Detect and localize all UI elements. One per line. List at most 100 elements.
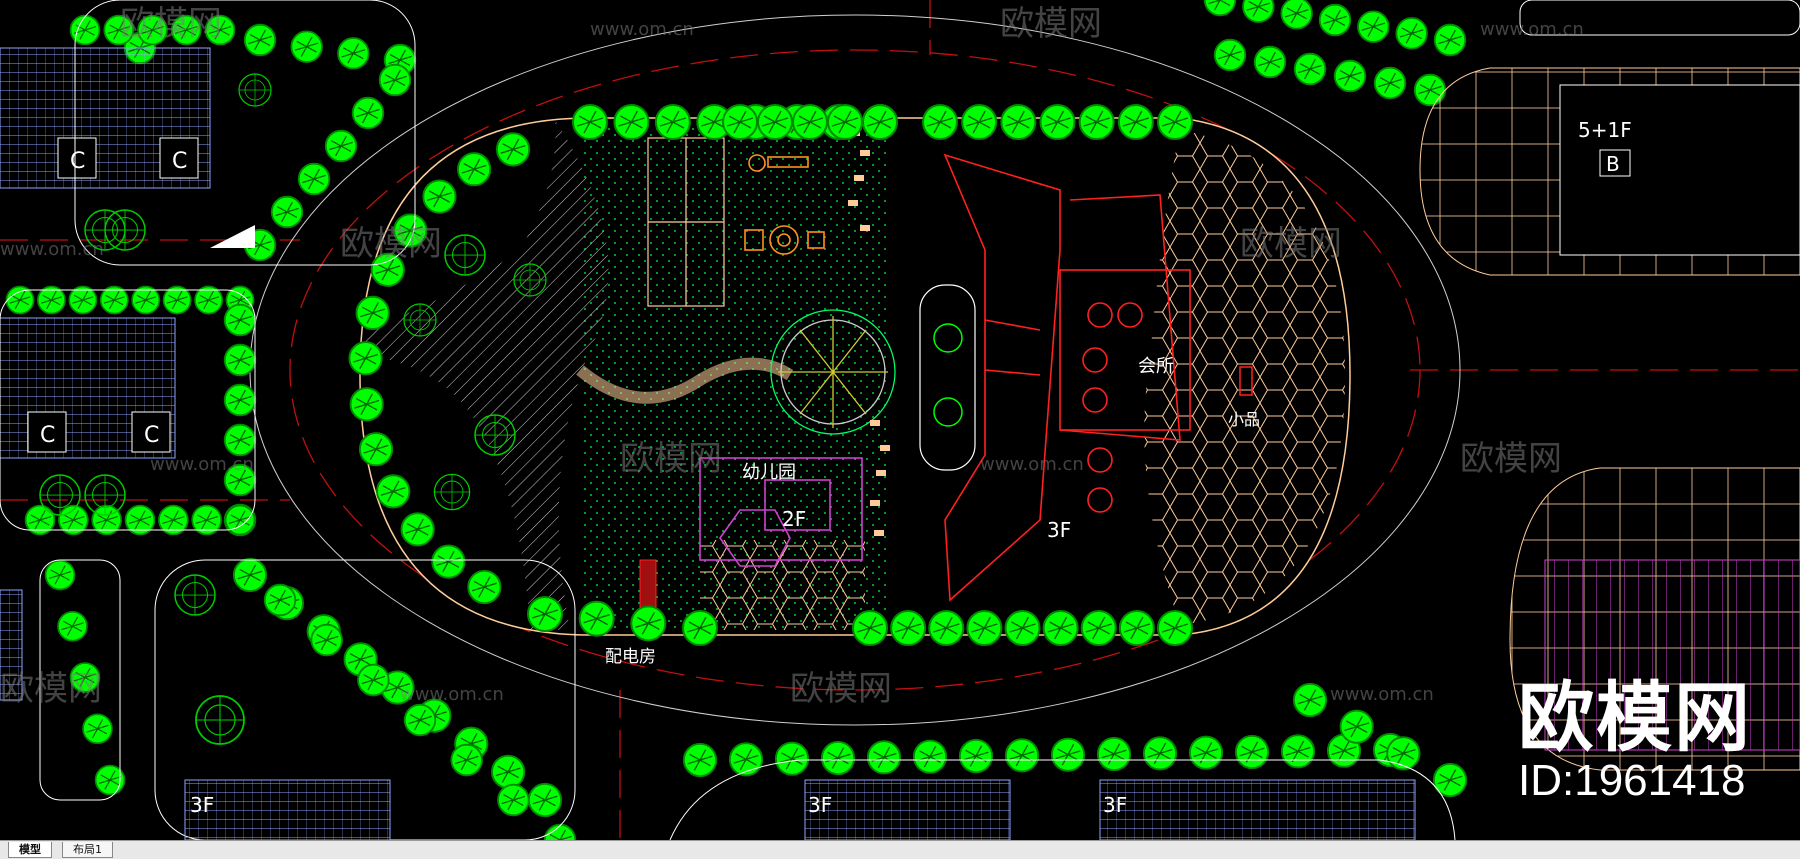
tree: [1203, 0, 1237, 17]
watermark-url: www.om.cn: [980, 454, 1084, 475]
tree: [958, 738, 994, 774]
tree: [357, 663, 390, 697]
residential-block-right-bottom: [1509, 467, 1800, 771]
tab-model[interactable]: 模型: [8, 842, 52, 858]
tree: [1357, 10, 1390, 43]
tree: [378, 63, 412, 97]
sketch-label: 小品: [1228, 410, 1260, 429]
tree: [1157, 610, 1193, 646]
residential-block-left-top: C C: [0, 47, 255, 248]
tree: [966, 610, 1003, 646]
winding-path: [576, 357, 794, 404]
watermark-brand: 欧模网: [1240, 224, 1342, 264]
tree: [358, 432, 394, 467]
tab-layout1[interactable]: 布局1: [62, 842, 113, 858]
tree: [467, 569, 502, 605]
top-right-block: [1519, 0, 1800, 36]
unit-c-label: C: [144, 423, 159, 448]
tree: [922, 104, 958, 140]
tree: [961, 104, 998, 140]
unit-c-label: C: [70, 149, 85, 174]
tree: [44, 559, 76, 591]
tree: [403, 703, 437, 737]
tree: [1118, 610, 1155, 646]
block-floors-label: 3F: [190, 793, 214, 817]
residential-blocks-bottom: 3F 3F 3F: [184, 779, 1416, 840]
tree: [1142, 736, 1178, 771]
tree: [1373, 66, 1407, 100]
tree: [1292, 682, 1328, 718]
watermark-brand: 欧模网: [340, 224, 442, 264]
tree: [290, 30, 323, 63]
tree: [820, 740, 856, 776]
tree: [337, 37, 370, 70]
tree: [852, 610, 888, 646]
building-b-label: B: [1606, 152, 1620, 176]
tree: [1395, 17, 1428, 50]
clubhouse-label: 会所: [1138, 356, 1174, 377]
tree: [1293, 52, 1327, 86]
tree: [1318, 3, 1352, 37]
tree: [792, 104, 828, 140]
tree: [1050, 737, 1086, 772]
tree: [82, 713, 113, 745]
tree: [757, 104, 793, 140]
kindergarten-building: [699, 457, 863, 567]
residential-block-left-bottom: [0, 589, 23, 701]
stepping-stones: [848, 130, 890, 536]
watermark-url: www.om.cn: [150, 454, 254, 475]
kindergarten-label: 幼儿园: [742, 462, 796, 483]
tree: [243, 23, 277, 57]
residential-block-right-top: 5+1F B: [1419, 67, 1800, 276]
tree: [400, 512, 435, 547]
tree: [497, 783, 530, 817]
tree: [232, 557, 268, 593]
tree: [457, 152, 492, 187]
site-boundaries-left: [0, 0, 576, 840]
site-boundary-bottom: [669, 759, 1456, 840]
tree: [1004, 738, 1040, 773]
tree: [722, 104, 758, 140]
pavilion: [770, 309, 896, 435]
tree: [1253, 45, 1287, 79]
tree: [223, 423, 257, 457]
layout-tab-bar: 模型 布局1: [0, 840, 1800, 859]
tree: [728, 742, 764, 777]
tree: [1000, 104, 1037, 140]
building-5f-label: 5+1F: [1578, 118, 1632, 142]
tree: [310, 623, 343, 657]
hex-paving-kindergarten: [700, 540, 865, 630]
tree: [1042, 610, 1079, 646]
tree: [349, 387, 384, 422]
tree: [223, 343, 257, 377]
sketch-marker: [1239, 366, 1253, 396]
tree: [1234, 734, 1270, 770]
watermark-brand: 欧模网: [120, 4, 222, 44]
tree: [543, 823, 577, 840]
block-floors-label: 3F: [808, 793, 832, 817]
tree: [270, 195, 304, 229]
unit-c-label: C: [172, 149, 187, 174]
tree: [774, 741, 810, 776]
cad-site-plan[interactable]: 会所 3F 小品 幼儿园 2F 配电房 C C C C: [0, 0, 1800, 840]
watermark-brand: 欧模网: [620, 439, 722, 479]
tree: [491, 754, 526, 789]
tree: [1078, 104, 1115, 140]
watermark-url: www.om.cn: [1330, 684, 1434, 705]
tree: [1280, 0, 1313, 30]
hex-paving-right: [1144, 130, 1345, 625]
tree: [1039, 104, 1076, 140]
watermark-brand: 欧模网: [1460, 439, 1562, 479]
watermark-brand: 欧模网: [1000, 4, 1102, 44]
watermark-url: www.om.cn: [400, 684, 504, 705]
tree: [654, 104, 691, 140]
tree: [495, 132, 531, 167]
tree: [928, 610, 965, 646]
tree: [527, 782, 563, 818]
kindergarten-floors: 2F: [782, 507, 806, 531]
tree: [862, 104, 898, 140]
watermark-url: www.om.cn: [0, 239, 104, 260]
tree: [630, 605, 667, 642]
paving-path: [360, 120, 609, 630]
